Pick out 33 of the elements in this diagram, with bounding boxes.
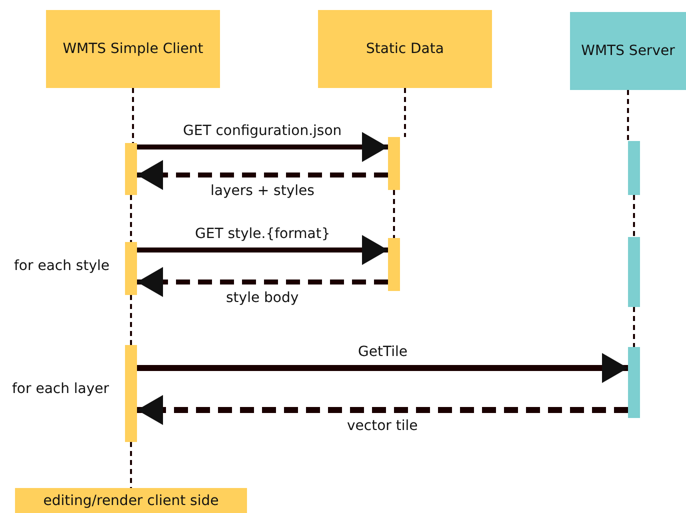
- participant-box: WMTS Server: [570, 12, 686, 90]
- activation-bar: [125, 242, 137, 295]
- participant-box: WMTS Simple Client: [46, 10, 220, 88]
- activation-bar: [388, 137, 400, 190]
- activation-bar: [125, 345, 137, 442]
- edge-label: GET style.{format}: [195, 226, 330, 243]
- lifeline: [132, 88, 134, 143]
- activation-bar: [628, 347, 640, 418]
- edge-label: layers + styles: [210, 183, 314, 200]
- lifeline: [130, 195, 132, 242]
- participant-box: Static Data: [318, 10, 492, 88]
- lifeline: [627, 90, 629, 141]
- message-arrow: [137, 235, 388, 265]
- lifeline: [633, 195, 635, 237]
- lifeline: [393, 190, 395, 238]
- edge-label: GET configuration.json: [183, 123, 342, 140]
- loop-label: for each style: [14, 258, 110, 275]
- lifeline: [404, 88, 406, 137]
- activation-bar: [388, 238, 400, 291]
- message-arrow: [137, 132, 388, 162]
- message-arrow: [137, 395, 628, 425]
- message-arrow: [137, 267, 388, 297]
- activation-bar: [628, 237, 640, 307]
- note-box: editing/render client side: [15, 488, 247, 513]
- lifeline: [130, 442, 132, 488]
- lifeline: [633, 307, 635, 347]
- activation-bar: [125, 143, 137, 195]
- activation-bar: [628, 141, 640, 195]
- edge-label: style body: [226, 290, 299, 307]
- message-arrow: [137, 353, 628, 383]
- lifeline: [130, 295, 132, 345]
- message-arrow: [137, 160, 388, 190]
- loop-label: for each layer: [12, 381, 110, 398]
